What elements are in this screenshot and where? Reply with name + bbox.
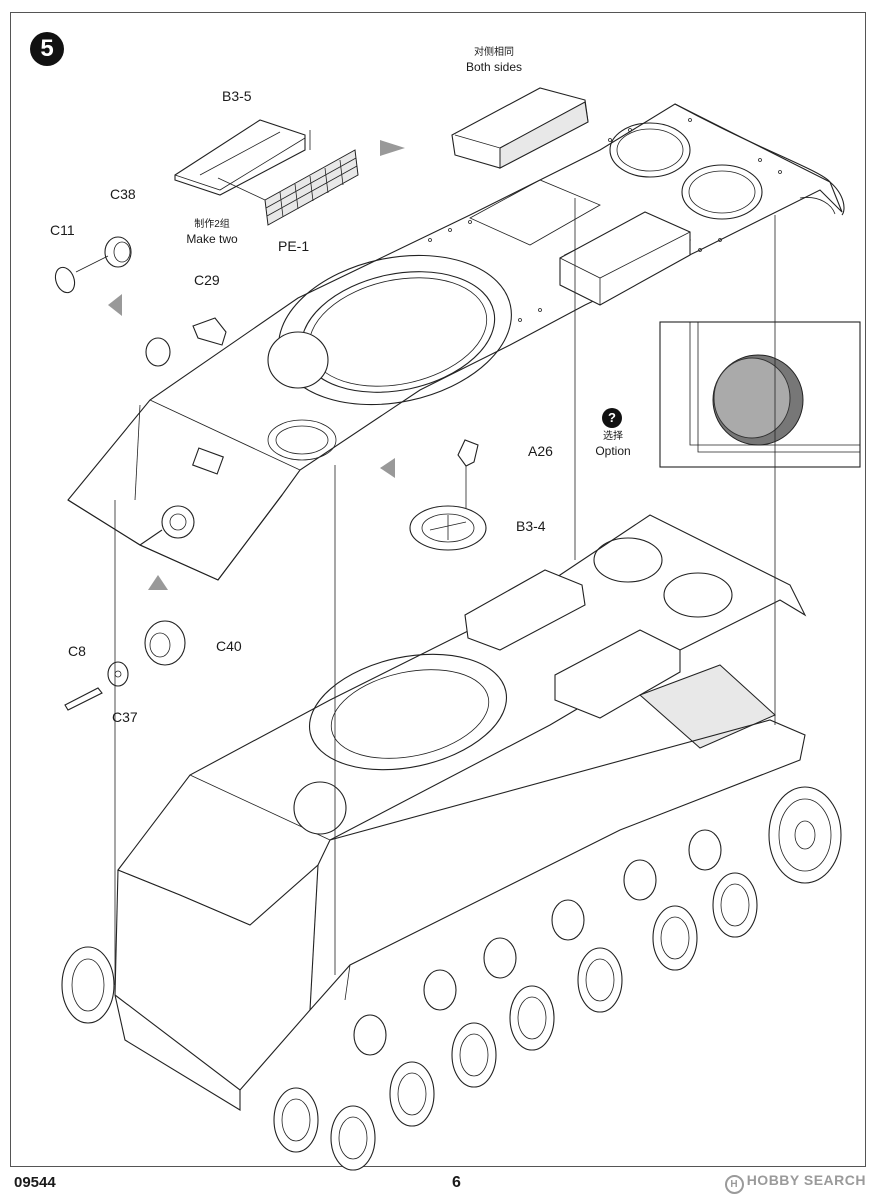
c29-part — [192, 317, 227, 346]
c8-part — [64, 687, 103, 711]
drive-sprocket — [768, 786, 842, 884]
headlight-part — [145, 337, 171, 367]
option-question-icon: ? — [602, 408, 622, 428]
label-c11: C11 — [50, 222, 75, 238]
upper-hull-deck-exploded — [67, 103, 845, 581]
option-inset-box — [659, 321, 861, 468]
page-number: 6 — [452, 1174, 461, 1191]
suspension-hubs — [353, 829, 722, 1056]
label-b3-5: B3-5 — [222, 88, 252, 104]
hobby-search-logo-icon: H — [724, 1175, 744, 1194]
note-make-two-cn: 制作2组 — [194, 219, 230, 230]
c40-part — [144, 620, 186, 666]
step-number-badge: 5 — [30, 32, 64, 66]
label-b3-4: B3-4 — [516, 518, 546, 534]
note-both-sides-cn: 对侧相同 — [474, 47, 514, 58]
b3-4-part — [409, 505, 487, 551]
note-make-two-en: Make two — [186, 232, 238, 246]
label-a26: A26 — [528, 443, 553, 459]
note-both-sides-en: Both sides — [465, 60, 523, 74]
c38-part — [75, 236, 132, 273]
label-c29: C29 — [194, 272, 220, 288]
both-sides-grille-box — [451, 87, 589, 169]
leader-lines — [114, 130, 776, 985]
label-c37: C37 — [112, 709, 138, 725]
product-code: 09544 — [14, 1174, 56, 1191]
b3-5-cover-part — [174, 119, 306, 196]
label-c40: C40 — [216, 638, 242, 654]
road-wheels — [273, 872, 758, 1171]
label-pe-1: PE-1 — [278, 238, 310, 254]
watermark-text: HOBBY SEARCH — [746, 1172, 866, 1188]
label-c38: C38 — [110, 186, 136, 202]
c11-ring-part — [54, 266, 76, 294]
note-option-en: Option — [595, 444, 631, 458]
note-option-cn: 选择 — [603, 431, 623, 442]
a26-part — [457, 439, 479, 515]
c37-part — [107, 661, 129, 687]
note-both-sides: 对侧相同 Both sides — [462, 46, 526, 74]
note-make-two: 制作2组 Make two — [180, 218, 244, 246]
pe-1-mesh-part — [264, 149, 359, 226]
direction-arrows — [108, 140, 405, 590]
page-frame — [10, 12, 866, 1167]
note-option: 选择 Option — [588, 430, 638, 458]
label-c8: C8 — [68, 643, 86, 659]
assembled-tank-hull — [61, 514, 807, 1111]
